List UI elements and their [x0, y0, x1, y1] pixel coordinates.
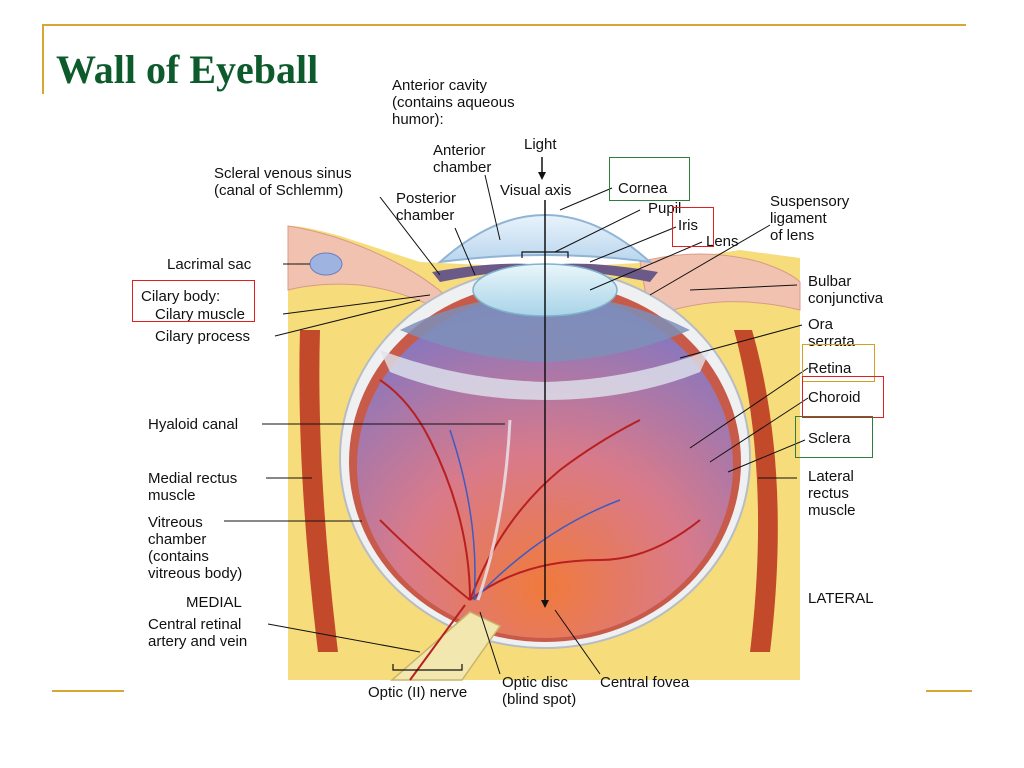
label-retina: Retina [808, 360, 852, 377]
label-medial: MEDIAL [186, 594, 242, 611]
label-cilary-muscle: Cilary muscle [155, 306, 246, 323]
retinal-veins [449, 429, 621, 601]
label-optic-disc: Optic disc(blind spot) [502, 674, 577, 708]
label-visual-axis: Visual axis [500, 182, 572, 199]
leader-lines [224, 174, 809, 675]
label-central-fovea: Central fovea [600, 674, 690, 691]
sclera-highlight-box [795, 416, 873, 458]
retina-highlight-box [802, 344, 875, 382]
optic-nerve-bracket [392, 664, 463, 671]
label-pupil: Pupil [648, 200, 682, 217]
label-sclera: Sclera [808, 430, 851, 447]
label-iris: Iris [678, 217, 698, 234]
left-frame-rule [42, 24, 44, 94]
slide-title: Wall of Eyeball [56, 47, 319, 92]
pupil-bracket [521, 251, 569, 258]
visual-axis-arrow [541, 600, 549, 608]
bottom-left-rule [52, 690, 124, 692]
ora-serrata-band [380, 350, 710, 400]
optic-nerve-shape [389, 611, 502, 681]
conjunctiva-right [639, 253, 801, 319]
top-frame-rule [42, 24, 966, 26]
label-lateral: LATERAL [808, 590, 874, 607]
label-lens: Lens [706, 233, 739, 250]
bottom-right-rule [926, 690, 972, 692]
label-cilary-process: Cilary process [155, 328, 251, 345]
cilary-body-highlight-box [132, 280, 255, 322]
light-arrowhead [538, 172, 546, 180]
cornea-highlight-box [609, 157, 690, 201]
hyaloid-canal-shape [476, 419, 512, 601]
retinal-vessels [379, 379, 701, 681]
label-light: Light [524, 136, 557, 153]
label-scleral-venous-sinus: Scleral venous sinus(canal of Schlemm) [214, 165, 352, 199]
label-cornea: Cornea [618, 180, 668, 197]
choroid-highlight-box [802, 376, 884, 418]
label-lacrimal-sac: Lacrimal sac [167, 256, 252, 273]
medial-rectus-muscle-shape [299, 330, 338, 652]
label-cilary-body: Cilary body: [141, 288, 221, 305]
iris-highlight-box [672, 207, 714, 247]
label-optic-nerve: Optic (II) nerve [368, 684, 468, 701]
label-choroid: Choroid [808, 389, 861, 406]
lateral-rectus-muscle-shape [734, 330, 778, 652]
lacrimal-sac-shape [309, 252, 343, 276]
label-hyaloid-canal: Hyaloid canal [148, 416, 239, 433]
